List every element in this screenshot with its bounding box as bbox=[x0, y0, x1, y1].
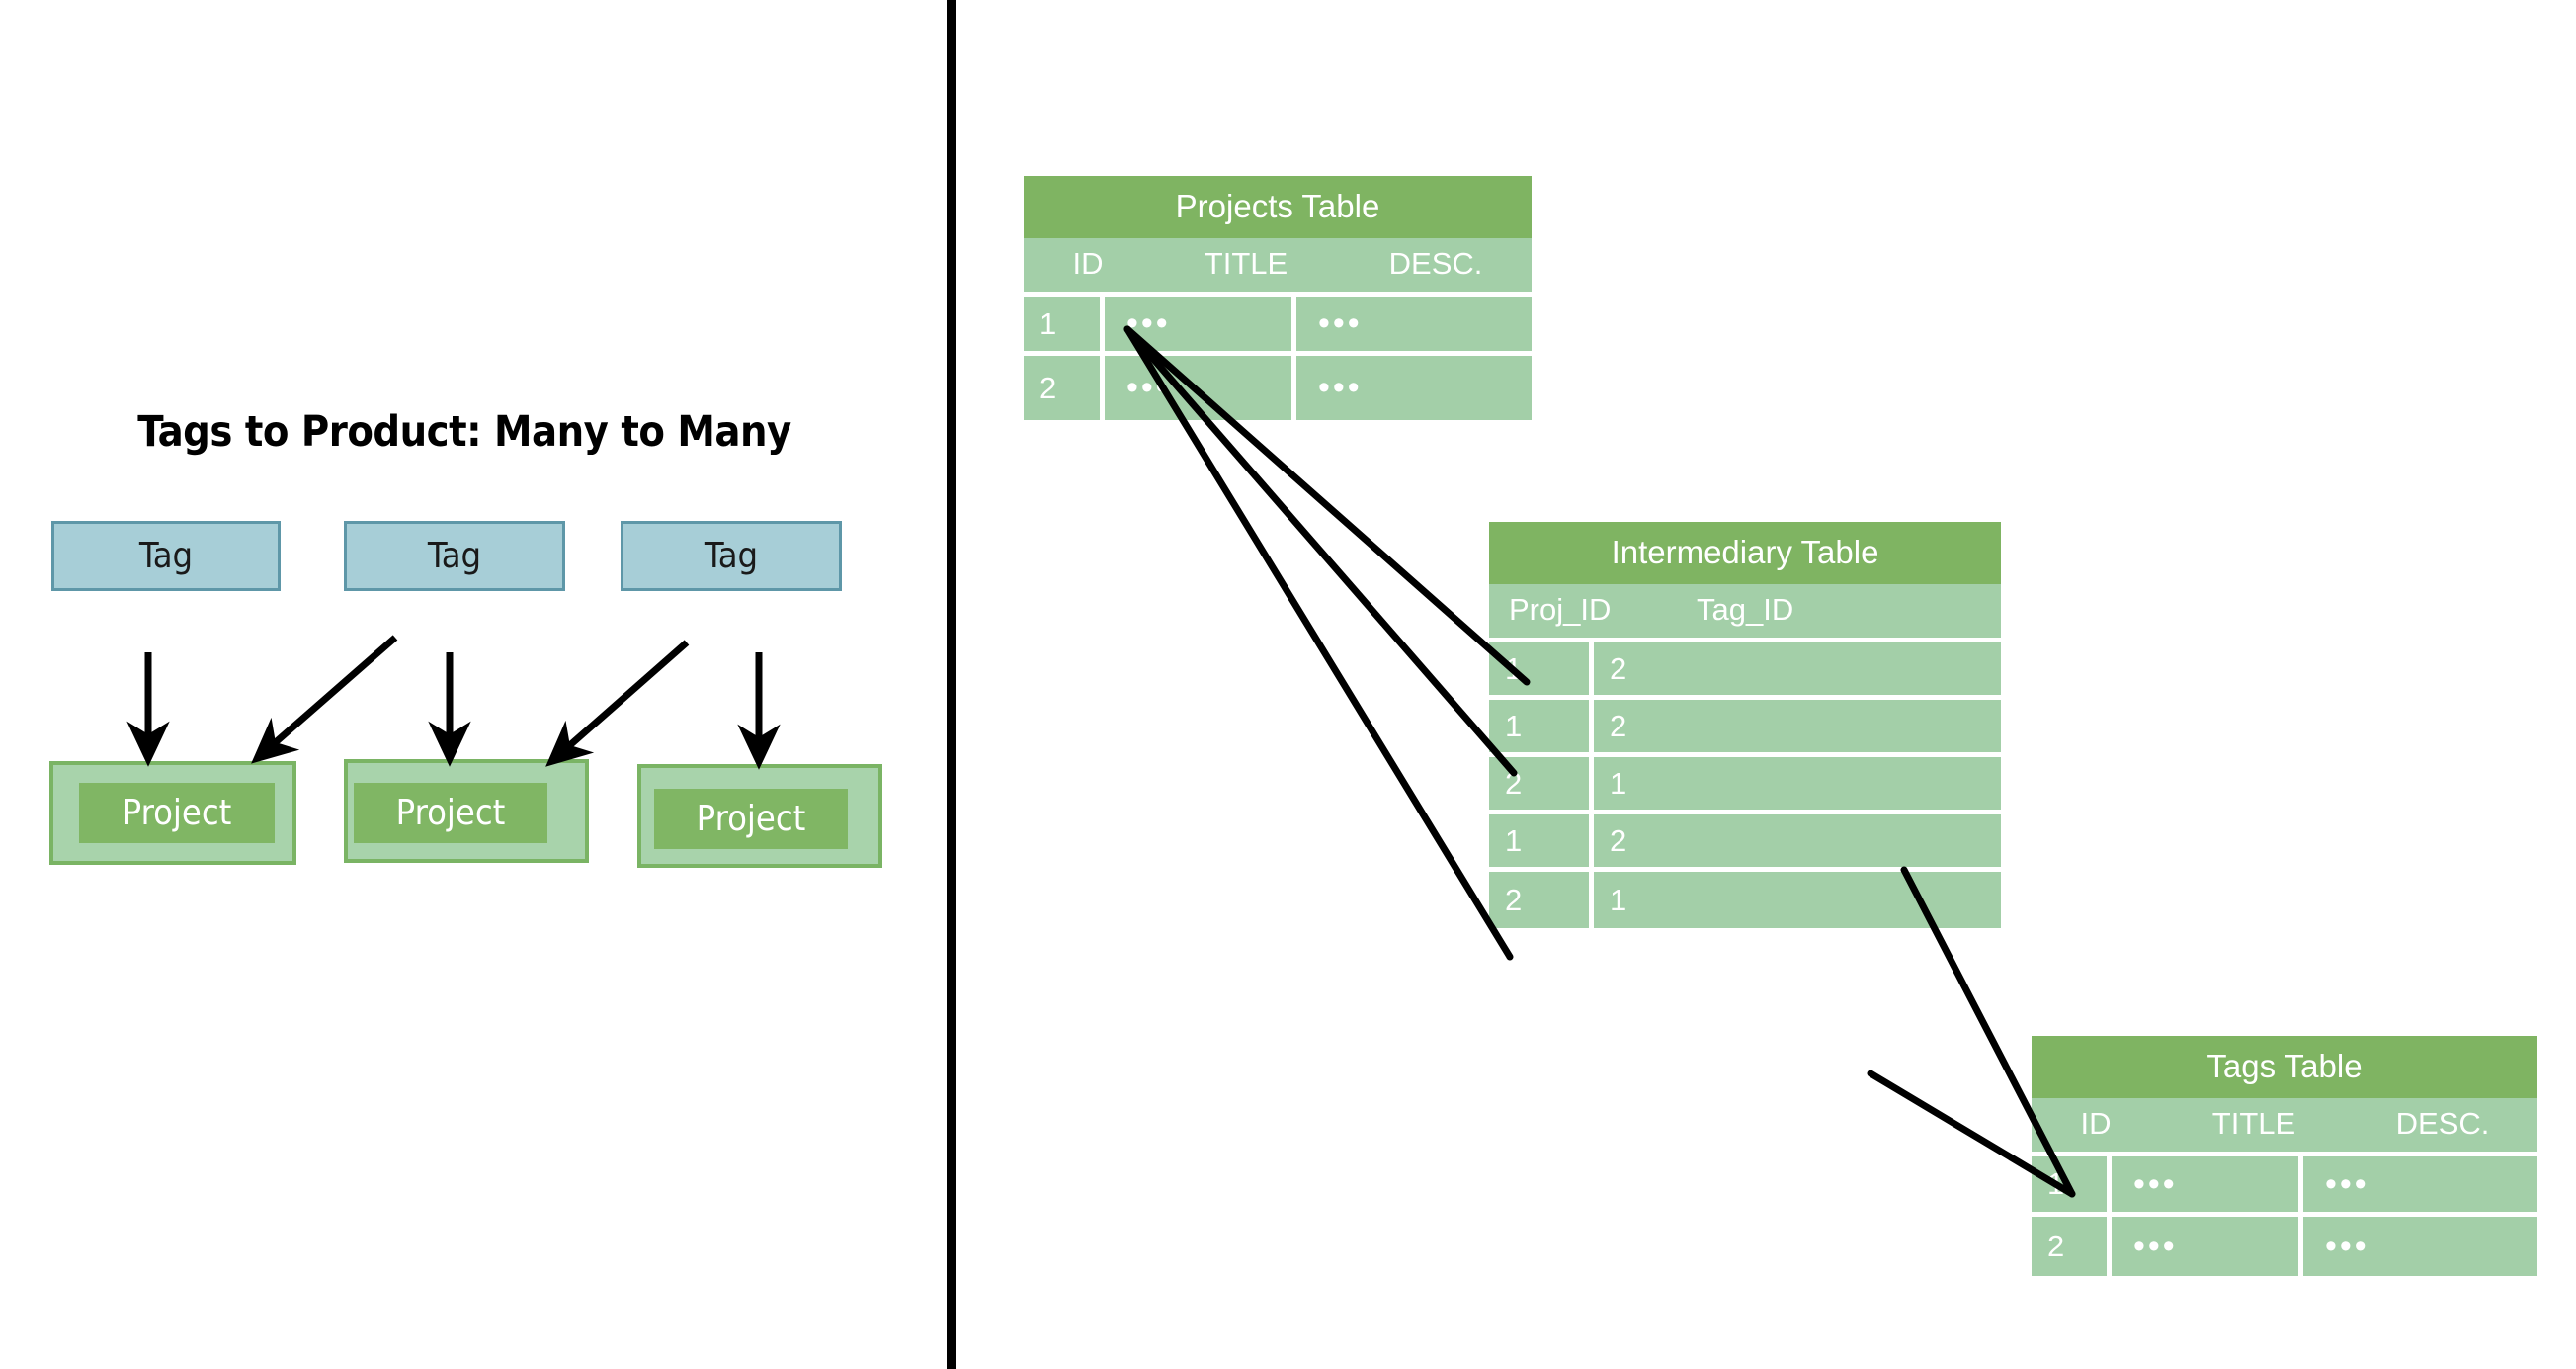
projects-table: Projects Table ID TITLE DESC. 1 ••• ••• … bbox=[1024, 176, 1532, 420]
row-separator bbox=[1024, 292, 1532, 297]
cell-tag-id: 1 bbox=[1594, 872, 2001, 928]
row-separator bbox=[1489, 810, 2001, 814]
table-row: 1 ••• ••• bbox=[1024, 297, 1532, 351]
table-row: 2 1 bbox=[1489, 757, 2001, 810]
intermediary-table-body: 1 2 1 2 2 1 1 2 bbox=[1489, 638, 2001, 928]
arrow-tag3-project2 bbox=[545, 640, 690, 767]
column-header-desc: DESC. bbox=[1388, 246, 1483, 281]
cell-desc: ••• bbox=[1296, 356, 1532, 420]
column-header-id: ID bbox=[1072, 246, 1104, 281]
column-header-proj-id: Proj_ID bbox=[1509, 592, 1612, 627]
cell-tag-id: 2 bbox=[1594, 642, 2001, 695]
row-separator bbox=[2032, 1212, 2537, 1217]
table-row: 2 1 bbox=[1489, 872, 2001, 928]
panel-divider bbox=[947, 0, 956, 1369]
cell-id: 2 bbox=[2032, 1217, 2107, 1276]
cell-title: ••• bbox=[1105, 297, 1291, 351]
cell-id: 2 bbox=[1024, 356, 1100, 420]
cell-id: 1 bbox=[1024, 297, 1100, 351]
project-box-label: Project bbox=[696, 799, 806, 839]
table-row: 1 2 bbox=[1489, 700, 2001, 752]
row-separator bbox=[1489, 867, 2001, 872]
link-project1-to-inter-row4 bbox=[1123, 325, 1514, 961]
cell-proj-id: 2 bbox=[1489, 757, 1589, 810]
tags-table-body: 1 ••• ••• 2 ••• ••• bbox=[2032, 1152, 2537, 1276]
table-row: 1 2 bbox=[1489, 642, 2001, 695]
projects-table-body: 1 ••• ••• 2 ••• ••• bbox=[1024, 292, 1532, 420]
cell-title: ••• bbox=[2112, 1217, 2298, 1276]
tags-table-column-headers: ID TITLE DESC. bbox=[2032, 1098, 2537, 1152]
tag-box-label: Tag bbox=[138, 536, 194, 576]
column-header-title: TITLE bbox=[2211, 1106, 2296, 1141]
cell-title: ••• bbox=[2112, 1156, 2298, 1212]
intermediary-table-title: Intermediary Table bbox=[1489, 522, 2001, 584]
table-row: 1 ••• ••• bbox=[2032, 1156, 2537, 1212]
column-header-id: ID bbox=[2080, 1106, 2112, 1141]
project-box-2-inner: Project bbox=[352, 781, 549, 845]
project-box-3-inner: Project bbox=[652, 787, 850, 851]
cell-desc: ••• bbox=[2303, 1217, 2537, 1276]
tag-box-1: Tag bbox=[51, 521, 281, 591]
projects-table-column-headers: ID TITLE DESC. bbox=[1024, 238, 1532, 292]
project-box-label: Project bbox=[122, 793, 232, 833]
cell-id: 1 bbox=[2032, 1156, 2107, 1212]
cell-proj-id: 1 bbox=[1489, 700, 1589, 752]
column-header-desc: DESC. bbox=[2395, 1106, 2490, 1141]
tag-box-label: Tag bbox=[427, 536, 482, 576]
cell-desc: ••• bbox=[2303, 1156, 2537, 1212]
table-row: 2 ••• ••• bbox=[1024, 356, 1532, 420]
tag-box-3: Tag bbox=[621, 521, 842, 591]
cell-proj-id: 2 bbox=[1489, 872, 1589, 928]
cell-proj-id: 1 bbox=[1489, 814, 1589, 867]
project-box-1-inner: Project bbox=[77, 781, 277, 845]
page-title: Tags to Product: Many to Many bbox=[137, 407, 791, 457]
column-header-title: TITLE bbox=[1204, 246, 1288, 281]
project-box-label: Project bbox=[395, 793, 506, 833]
cell-title: ••• bbox=[1105, 356, 1291, 420]
row-separator bbox=[1489, 695, 2001, 700]
tags-table: Tags Table ID TITLE DESC. 1 ••• ••• 2 bbox=[2032, 1036, 2537, 1276]
intermediary-table-column-headers: Proj_ID Tag_ID bbox=[1489, 584, 2001, 638]
row-separator bbox=[1489, 752, 2001, 757]
cell-tag-id: 2 bbox=[1594, 700, 2001, 752]
cell-tag-id: 1 bbox=[1594, 757, 2001, 810]
cell-proj-id: 1 bbox=[1489, 642, 1589, 695]
cell-tag-id: 2 bbox=[1594, 814, 2001, 867]
projects-table-title: Projects Table bbox=[1024, 176, 1532, 238]
arrow-tag2-project1 bbox=[251, 635, 398, 764]
tag-box-label: Tag bbox=[704, 536, 759, 576]
cell-desc: ••• bbox=[1296, 297, 1532, 351]
row-separator bbox=[2032, 1152, 2537, 1156]
tags-table-title: Tags Table bbox=[2032, 1036, 2537, 1098]
column-header-tag-id: Tag_ID bbox=[1697, 592, 1794, 627]
intermediary-table: Intermediary Table Proj_ID Tag_ID 1 2 1 … bbox=[1489, 522, 2001, 928]
tag-box-2: Tag bbox=[344, 521, 565, 591]
table-row: 1 2 bbox=[1489, 814, 2001, 867]
row-separator bbox=[1489, 638, 2001, 642]
table-row: 2 ••• ••• bbox=[2032, 1217, 2537, 1276]
